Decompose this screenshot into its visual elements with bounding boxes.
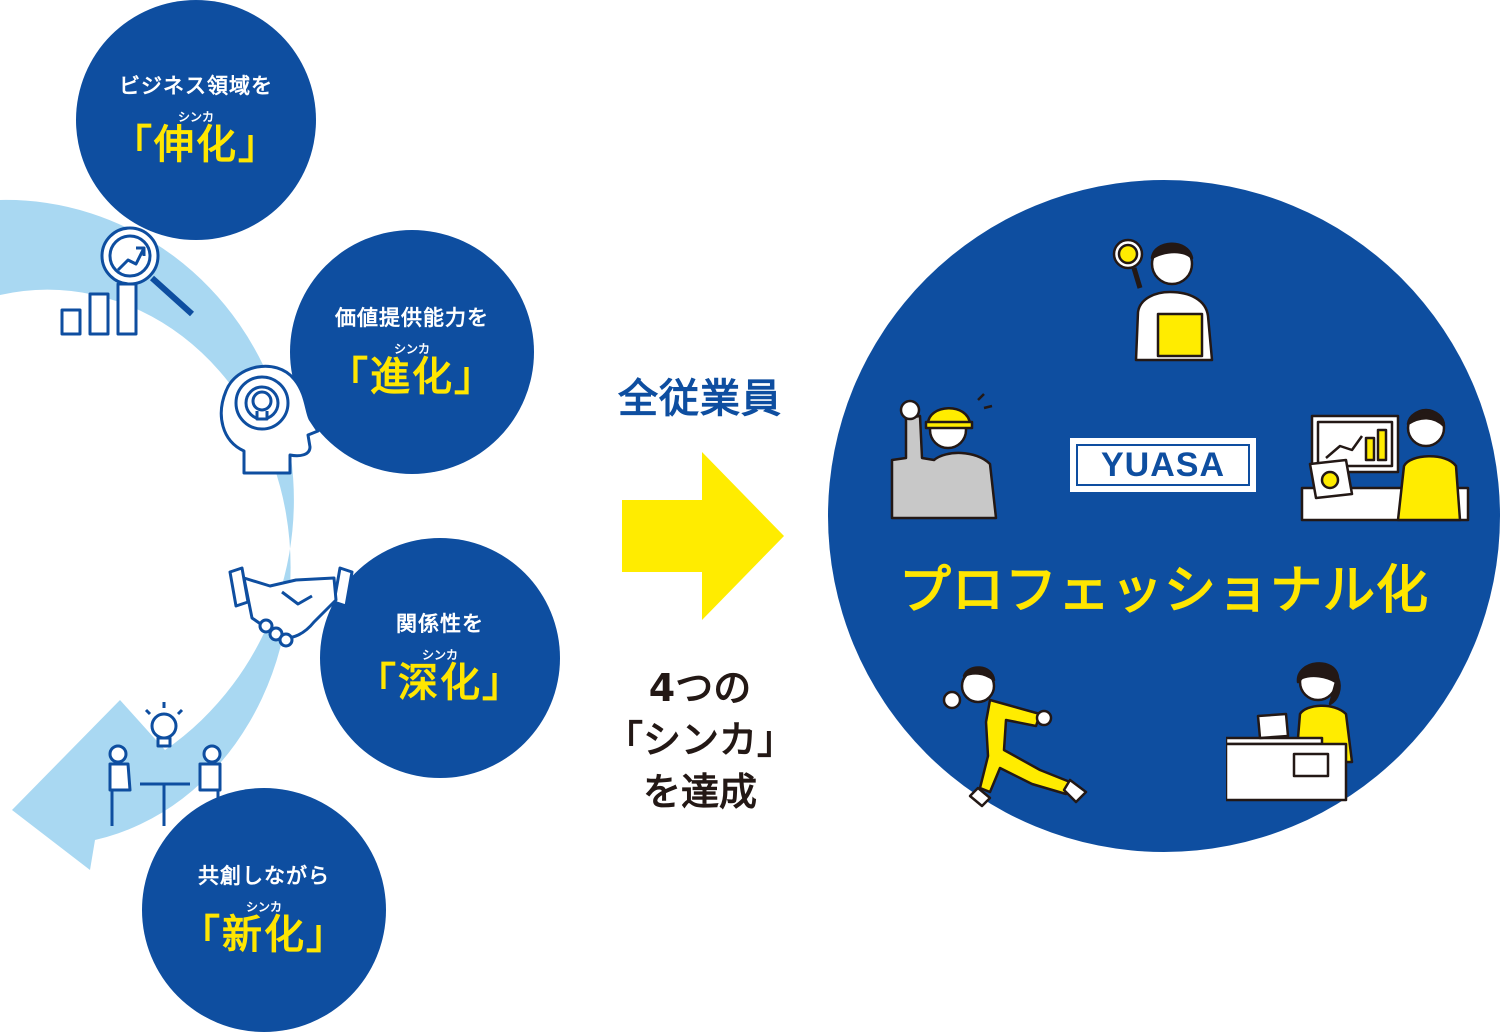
all-employees-label: 全従業員	[618, 376, 782, 422]
step-main: 「進化」	[328, 353, 496, 400]
step-lead: 関係性を	[396, 611, 484, 636]
step-circle-expand: ビジネス領域を シンカ 「伸化」	[76, 0, 316, 240]
achieve-line-1: 4つの	[648, 666, 752, 710]
yellow-right-arrow	[622, 452, 784, 620]
step-circle-evolve: 価値提供能力を シンカ 「進化」	[290, 230, 534, 474]
running-businessman-icon	[942, 666, 1088, 808]
step-ruby: シンカ	[421, 647, 458, 662]
head-gear-lightbulb-icon	[219, 364, 320, 475]
step-ruby: シンカ	[245, 899, 282, 914]
analyst-at-computer-icon	[1300, 408, 1470, 522]
step-lead: ビジネス領域を	[119, 73, 273, 98]
growth-chart-magnifier-icon	[60, 226, 195, 336]
step-ruby: シンカ	[393, 341, 430, 356]
step-circle-deepen: 関係性を シンカ 「深化」	[320, 538, 560, 778]
achieve-line-2: 「シンカ」	[604, 718, 795, 762]
construction-worker-icon	[890, 393, 998, 520]
achieve-four-shinka-text: 4つの 「シンカ」 を達成	[600, 662, 800, 818]
step-lead: 価値提供能力を	[335, 305, 489, 330]
researcher-with-magnifier-icon	[1112, 238, 1214, 362]
team-meeting-idea-icon	[108, 702, 222, 826]
yuasa-logo: YUASA	[1070, 438, 1256, 492]
professional-title: プロフェッショナル化	[898, 561, 1429, 621]
step-ruby: シンカ	[177, 109, 214, 124]
step-lead: 共創しながら	[198, 863, 330, 888]
step-main: 「伸化」	[112, 121, 280, 168]
step-main: 「深化」	[356, 659, 524, 706]
woman-at-laptop-icon	[1226, 662, 1354, 802]
achieve-line-3: を達成	[642, 770, 757, 814]
yuasa-logo-text: YUASA	[1100, 445, 1226, 484]
handshake-icon	[228, 566, 354, 648]
step-circle-create: 共創しながら シンカ 「新化」	[142, 788, 386, 1032]
step-main: 「新化」	[180, 911, 348, 958]
